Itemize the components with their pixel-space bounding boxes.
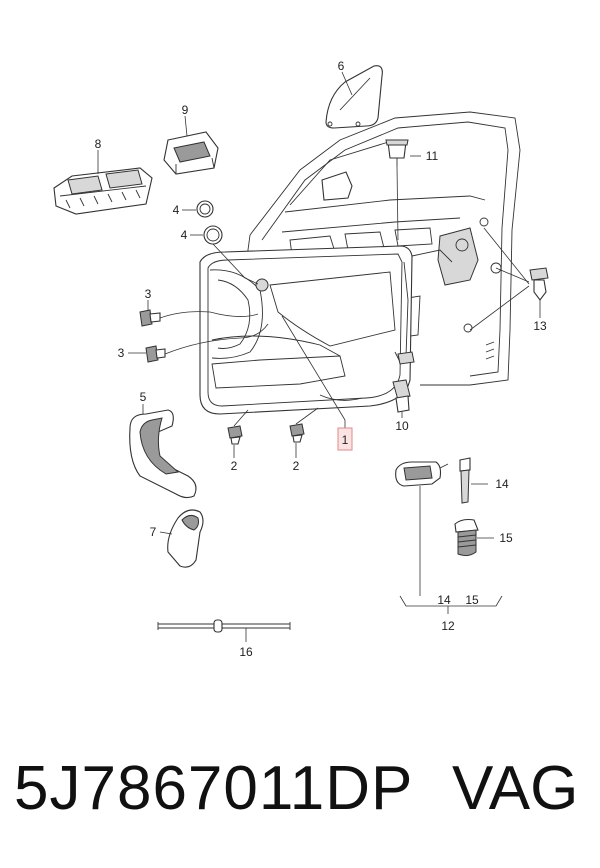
bolt-right bbox=[289, 423, 305, 443]
leader-lines bbox=[97, 71, 541, 642]
door-frame bbox=[245, 111, 521, 386]
screw-lower bbox=[145, 345, 166, 363]
callout-2-left: 2 bbox=[231, 459, 238, 473]
callout-2-right: 2 bbox=[293, 459, 300, 473]
wiring-connector bbox=[392, 351, 415, 413]
grab-handle bbox=[129, 409, 197, 499]
sleeve-pin bbox=[459, 457, 471, 504]
callout-15: 15 bbox=[499, 531, 513, 545]
callout-15-group: 15 bbox=[465, 593, 479, 607]
trim-ring-small bbox=[196, 200, 214, 218]
callout-4-upper: 4 bbox=[173, 203, 180, 217]
retaining-clip bbox=[529, 267, 549, 301]
callout-4-lower: 4 bbox=[181, 228, 188, 242]
callout-16: 16 bbox=[239, 645, 253, 659]
exploded-parts-diagram: 1 2 2 3 3 4 4 5 6 7 8 9 10 11 12 13 14 1… bbox=[53, 59, 549, 659]
callout-1: 1 bbox=[342, 433, 349, 447]
callout-1-highlight bbox=[337, 427, 353, 451]
callout-5: 5 bbox=[140, 390, 147, 404]
inner-door-handle bbox=[395, 461, 449, 487]
mirror-triangle-cover bbox=[325, 65, 383, 129]
callouts: 1 2 2 3 3 4 4 5 6 7 8 9 10 11 12 13 14 1… bbox=[95, 59, 547, 659]
callout-14-group: 14 bbox=[437, 593, 451, 607]
callout-6: 6 bbox=[338, 59, 345, 73]
callout-10: 10 bbox=[395, 419, 409, 433]
callout-13: 13 bbox=[533, 319, 547, 333]
callout-3-lower: 3 bbox=[118, 346, 125, 360]
brand-label: VAG bbox=[452, 754, 579, 823]
spring-cap bbox=[454, 518, 479, 557]
switch-housing bbox=[163, 131, 219, 175]
callout-14: 14 bbox=[495, 477, 509, 491]
trim-ring-large bbox=[203, 225, 223, 245]
callout-9: 9 bbox=[182, 103, 189, 117]
panel-clip bbox=[385, 139, 409, 166]
release-cable bbox=[157, 619, 291, 633]
pull-cup bbox=[167, 509, 204, 568]
callout-11: 11 bbox=[426, 149, 439, 163]
callout-8: 8 bbox=[95, 137, 102, 151]
screw-upper bbox=[139, 309, 161, 327]
mirror-housing bbox=[321, 171, 353, 201]
bolt-left bbox=[227, 425, 243, 445]
callout-3-upper: 3 bbox=[145, 287, 152, 301]
window-switch-bank bbox=[53, 167, 153, 215]
callout-7: 7 bbox=[150, 525, 157, 539]
part-number: 5J7867011DP bbox=[14, 754, 414, 823]
callout-12: 12 bbox=[441, 619, 455, 633]
